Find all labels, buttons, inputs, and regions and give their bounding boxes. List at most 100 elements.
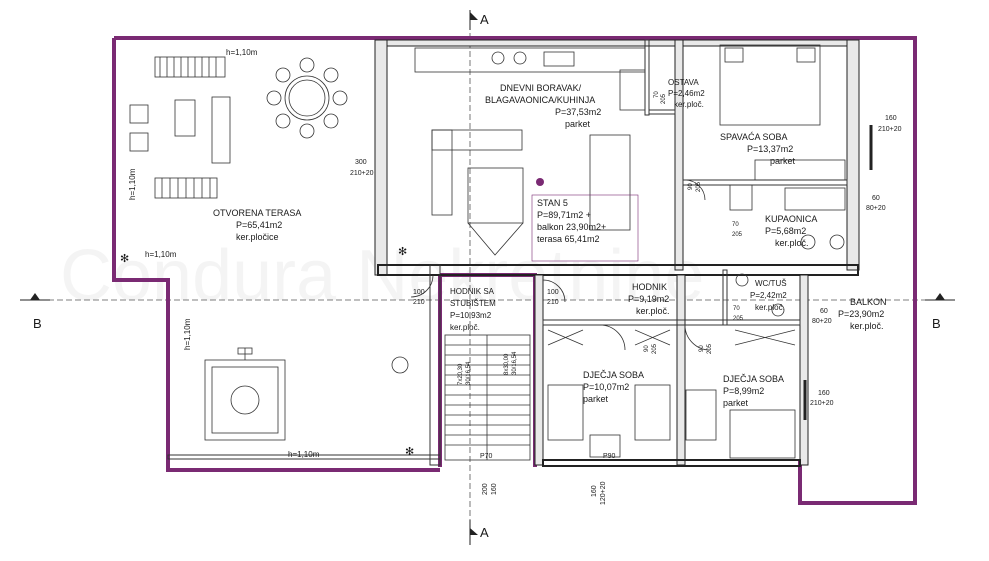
svg-text:✻: ✻ <box>120 253 129 265</box>
room-label-djecja1: DJEČJA SOBA P=10,07m2 parket <box>583 370 644 404</box>
svg-text:P=5,68m2: P=5,68m2 <box>765 226 806 236</box>
svg-text:P=2,46m2: P=2,46m2 <box>668 89 705 98</box>
svg-text:KUPAONICA: KUPAONICA <box>765 214 817 224</box>
room-label-balkon: BALKON P=23,90m2 ker.ploč. <box>838 297 887 331</box>
svg-text:210+20: 210+20 <box>350 170 374 177</box>
room-label-wc: WC/TUŠ P=2,42m2 ker.ploč. <box>750 279 787 312</box>
svg-text:h=1,10m: h=1,10m <box>288 450 320 459</box>
svg-text:P=2,42m2: P=2,42m2 <box>750 291 787 300</box>
svg-text:70: 70 <box>733 306 740 312</box>
svg-text:P70: P70 <box>480 453 493 460</box>
svg-text:P=65,41m2: P=65,41m2 <box>236 220 282 230</box>
svg-text:BLAGAVAONICA/KUHINJA: BLAGAVAONICA/KUHINJA <box>485 95 595 105</box>
svg-text:terasa 65,41m2: terasa 65,41m2 <box>537 234 600 244</box>
svg-text:205: 205 <box>733 316 744 322</box>
svg-text:P90: P90 <box>603 453 616 460</box>
svg-text:OSTAVA: OSTAVA <box>668 78 699 87</box>
room-label-ostava: OSTAVA P=2,46m2 ker.ploč. <box>668 78 705 109</box>
svg-text:A: A <box>480 12 489 27</box>
svg-text:HODNIK SA: HODNIK SA <box>450 287 495 296</box>
room-label-dnevni: DNEVNI BORAVAK/ BLAGAVAONICA/KUHINJA P=3… <box>485 83 601 129</box>
bedroom-furniture <box>547 44 846 459</box>
svg-text:70: 70 <box>654 91 660 98</box>
svg-text:30/16,54: 30/16,54 <box>512 351 518 375</box>
svg-text:B: B <box>33 316 42 331</box>
svg-text:205: 205 <box>732 232 743 238</box>
svg-text:160: 160 <box>885 115 897 122</box>
svg-text:120+20: 120+20 <box>600 481 607 505</box>
svg-text:205: 205 <box>661 93 667 104</box>
terrace-outline <box>112 36 388 282</box>
svg-text:210: 210 <box>413 299 425 306</box>
svg-text:ker.ploč.: ker.ploč. <box>674 100 704 109</box>
svg-text:210+20: 210+20 <box>878 126 902 133</box>
svg-text:h=1,10m: h=1,10m <box>128 168 137 200</box>
doors <box>410 125 873 420</box>
svg-text:300: 300 <box>355 159 367 166</box>
svg-text:P=37,53m2: P=37,53m2 <box>555 107 601 117</box>
staircase <box>444 334 531 461</box>
terrace-furniture <box>129 56 409 441</box>
room-label-hodnik: HODNIK P=9,19m2 ker.ploč. <box>628 282 670 316</box>
svg-text:60: 60 <box>820 308 828 315</box>
svg-text:100: 100 <box>547 289 559 296</box>
svg-text:✻: ✻ <box>405 446 414 458</box>
svg-text:210+20: 210+20 <box>810 400 834 407</box>
svg-text:60: 60 <box>872 195 880 202</box>
svg-text:205: 205 <box>707 343 713 354</box>
svg-text:160: 160 <box>818 390 830 397</box>
svg-text:parket: parket <box>723 398 749 408</box>
svg-text:P=10,93m2: P=10,93m2 <box>450 311 492 320</box>
svg-text:parket: parket <box>583 394 609 404</box>
opening-dimensions: 300 210+20 160 210+20 60 80+20 100 210 1… <box>350 91 902 505</box>
svg-text:70: 70 <box>732 222 739 228</box>
svg-text:OTVORENA TERASA: OTVORENA TERASA <box>213 208 301 218</box>
svg-text:ker.ploč.: ker.ploč. <box>850 321 884 331</box>
section-mark-b-left: B <box>20 293 50 331</box>
svg-text:h=1,10m: h=1,10m <box>226 48 258 57</box>
room-label-kupaonica: KUPAONICA P=5,68m2 ker.ploč. <box>765 214 817 248</box>
svg-text:210: 210 <box>547 299 559 306</box>
svg-text:ker.ploč.: ker.ploč. <box>755 303 785 312</box>
section-mark-a-top: A <box>469 10 489 30</box>
svg-text:160: 160 <box>591 485 598 497</box>
svg-text:7x20,30: 7x20,30 <box>458 363 464 385</box>
terrace-outline-lower <box>166 280 440 472</box>
svg-text:parket: parket <box>565 119 591 129</box>
svg-text:HODNIK: HODNIK <box>632 282 667 292</box>
svg-text:ker.ploč.: ker.ploč. <box>636 306 670 316</box>
section-mark-b-right: B <box>925 293 955 331</box>
svg-text:balkon 23,90m2+: balkon 23,90m2+ <box>537 222 606 232</box>
living-furniture <box>414 47 646 256</box>
svg-text:WC/TUŠ: WC/TUŠ <box>755 279 787 288</box>
svg-text:h=1,10m: h=1,10m <box>183 318 192 350</box>
svg-text:80+20: 80+20 <box>812 318 832 325</box>
svg-text:P=10,07m2: P=10,07m2 <box>583 382 629 392</box>
svg-text:P=9,19m2: P=9,19m2 <box>628 294 669 304</box>
room-label-terasa: OTVORENA TERASA P=65,41m2 ker.pločice <box>213 208 301 242</box>
svg-text:h=1,10m: h=1,10m <box>145 250 177 259</box>
svg-text:ker.ploč.: ker.ploč. <box>450 323 480 332</box>
svg-text:90: 90 <box>699 345 705 352</box>
svg-text:P=23,90m2: P=23,90m2 <box>838 309 884 319</box>
svg-text:P=89,71m2 +: P=89,71m2 + <box>537 210 591 220</box>
svg-text:P=8,99m2: P=8,99m2 <box>723 386 764 396</box>
svg-text:parket: parket <box>770 156 796 166</box>
svg-text:BALKON: BALKON <box>850 297 887 307</box>
svg-text:100: 100 <box>413 289 425 296</box>
svg-text:SPAVAĆA SOBA: SPAVAĆA SOBA <box>720 132 788 142</box>
svg-text:DJEČJA SOBA: DJEČJA SOBA <box>723 374 784 384</box>
svg-text:205: 205 <box>696 181 702 192</box>
svg-text:160: 160 <box>491 483 498 495</box>
svg-text:200: 200 <box>482 483 489 495</box>
apartment-summary: STAN 5 P=89,71m2 + balkon 23,90m2+ teras… <box>531 194 639 262</box>
svg-text:205: 205 <box>652 343 658 354</box>
svg-text:90: 90 <box>688 183 694 190</box>
room-label-spavaca: SPAVAĆA SOBA P=13,37m2 parket <box>720 132 796 166</box>
svg-text:DJEČJA SOBA: DJEČJA SOBA <box>583 370 644 380</box>
svg-text:✻: ✻ <box>398 246 407 258</box>
railing-heights: h=1,10m h=1,10m h=1,10m h=1,10m h=1,10m <box>128 48 320 459</box>
svg-text:STAN 5: STAN 5 <box>537 198 568 208</box>
svg-text:ker.ploč.: ker.ploč. <box>775 238 809 248</box>
